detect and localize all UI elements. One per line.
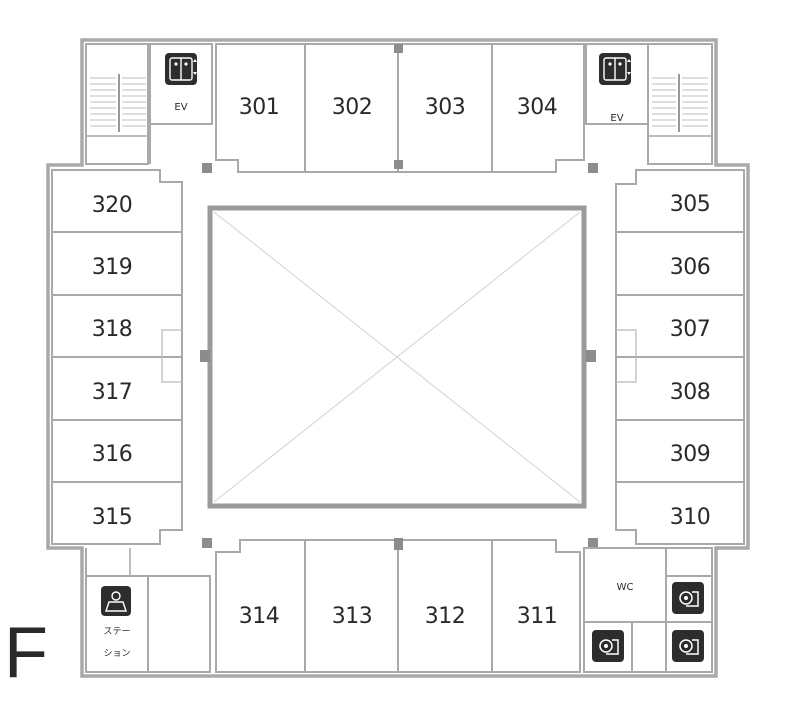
room-301-label: 301 [239,95,280,120]
left-room-block [51,169,210,545]
room-311-label: 311 [517,604,558,629]
room-306-label: 306 [670,255,711,280]
room-320-label: 320 [92,193,133,218]
station-label-line2: ション [103,649,130,659]
room-303-label: 303 [425,95,466,120]
room-318-label: 318 [92,317,133,342]
room-305-label: 305 [670,192,711,217]
top-room-block [202,43,598,173]
room-308-label: 308 [670,380,711,405]
station-label-line1: ステー [103,626,130,637]
right-room-block [586,169,745,545]
building-outline [46,38,750,678]
room-316-label: 316 [92,442,133,467]
room-309-label: 309 [670,442,711,467]
elevator-icon [599,53,631,85]
restroom-label: WC [617,582,634,593]
room-304-label: 304 [517,95,558,120]
room-319-label: 319 [92,255,133,280]
room-314-label: 314 [239,604,280,629]
nurse-station-icon [101,586,131,616]
elevator-icon [165,53,197,85]
elevator-left-label: EV [174,102,187,113]
toilet-icon [672,630,704,662]
stair-left [85,43,149,165]
room-307-label: 307 [670,317,711,342]
elevator-right-label: EV [610,113,623,124]
bottom-room-block [202,538,598,673]
room-313-label: 313 [332,604,373,629]
room-310-label: 310 [670,505,711,530]
room-317-label: 317 [92,380,133,405]
room-315-label: 315 [92,505,133,530]
room-302-label: 302 [332,95,373,120]
toilet-icon [592,630,624,662]
floor-label: F [4,613,48,693]
stair-right [647,43,713,165]
toilet-icon [672,582,704,614]
room-312-label: 312 [425,604,466,629]
atrium-void [207,205,587,509]
